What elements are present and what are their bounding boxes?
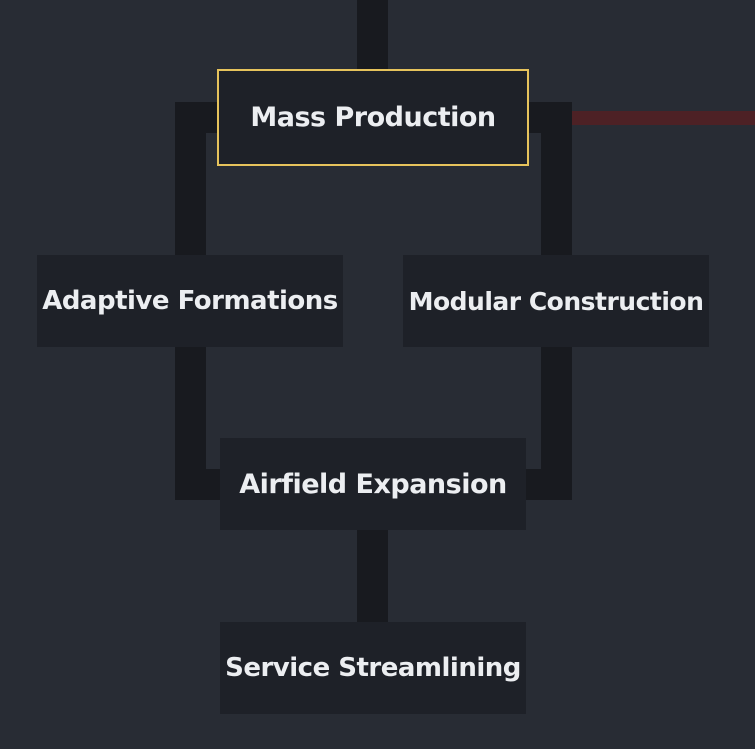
tech-node-airfield-expansion[interactable]: Airfield Expansion [220,438,526,530]
tech-node-service-streamlining[interactable]: Service Streamlining [220,622,526,714]
connector-bottom-stem [357,528,388,624]
tech-node-adaptive-formations[interactable]: Adaptive Formations [37,255,343,347]
connector-left-top-vertical [175,102,206,257]
tech-node-label: Adaptive Formations [42,286,338,316]
tech-node-mass-production[interactable]: Mass Production [217,69,529,166]
tech-node-label: Mass Production [250,102,496,133]
connector-right-bottom-horizontal [524,469,572,500]
tech-node-label: Service Streamlining [225,653,521,683]
tech-node-label: Airfield Expansion [239,468,507,500]
connector-top-stem [357,0,388,72]
tech-node-modular-construction[interactable]: Modular Construction [403,255,709,347]
tech-node-label: Modular Construction [408,286,704,316]
connector-left-bottom-horizontal [175,469,222,500]
connector-right-top-vertical [541,102,572,257]
connector-unlocked-right [572,111,755,125]
